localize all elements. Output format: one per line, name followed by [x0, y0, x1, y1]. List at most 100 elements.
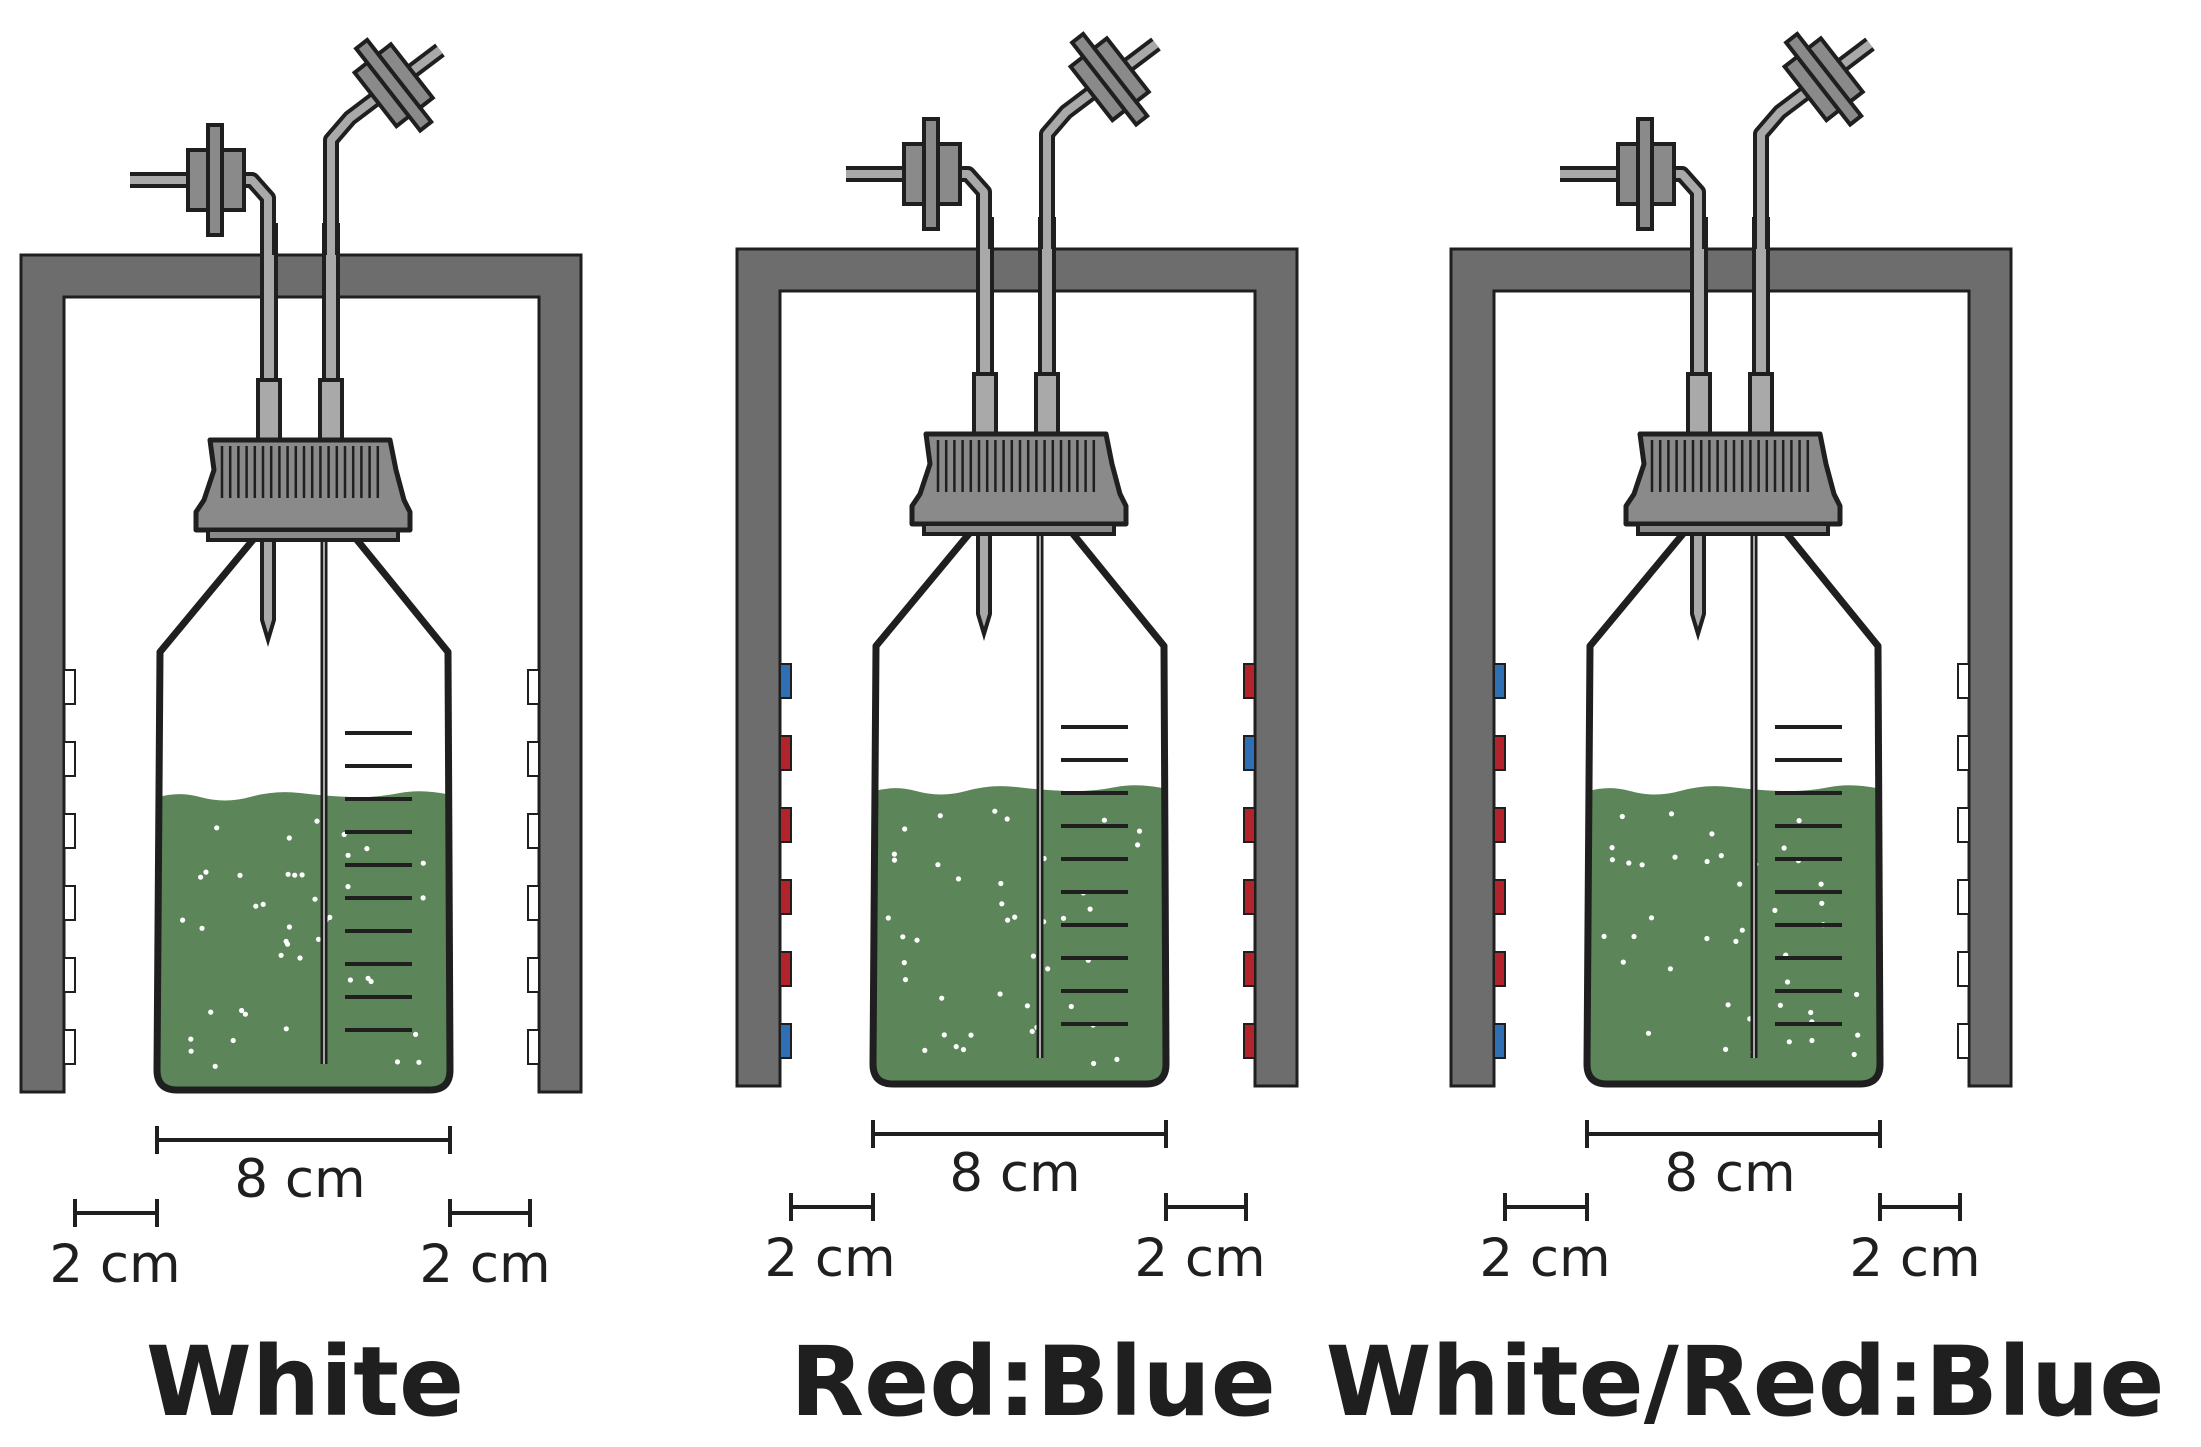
bubble [937, 813, 943, 819]
filter-disc [1805, 35, 1866, 105]
bubble [199, 925, 205, 931]
cap-base [922, 522, 1116, 536]
led-strip-right-blue [1243, 735, 1256, 771]
bubble [891, 851, 897, 857]
gap-left-label: 2 cm [1479, 1228, 1610, 1289]
led-strip-left-white [63, 813, 76, 849]
bubble [998, 880, 1004, 887]
led-strip-right-white [527, 813, 540, 849]
led-strip-left-blue [779, 1023, 792, 1059]
bubble [260, 901, 266, 907]
tube-fitting [1686, 372, 1712, 436]
bottle-outline [1583, 525, 1884, 1088]
inlet-filter [1781, 31, 1866, 128]
width-label: 8 cm [1664, 1143, 1795, 1204]
bubble [902, 826, 908, 832]
bubble [891, 857, 898, 863]
led-strip-right-white [527, 885, 540, 921]
bubble [239, 1007, 245, 1014]
led-strip-left-red [1493, 735, 1506, 771]
bubble [198, 874, 204, 880]
bubble [208, 1009, 214, 1015]
support-frame [1449, 247, 2013, 1088]
bubble [1087, 906, 1093, 912]
bubble [1626, 860, 1632, 866]
led-strip-left-white [63, 669, 76, 705]
bubble [1101, 817, 1107, 823]
bubble [214, 825, 220, 831]
inlet-filter [1067, 31, 1152, 128]
bubble [188, 1048, 194, 1054]
led-strip-left-red [779, 951, 792, 987]
bubble [1808, 1009, 1814, 1016]
bubble [212, 1063, 218, 1069]
bubble [1668, 811, 1675, 817]
bubble [914, 937, 920, 943]
bubble [299, 872, 305, 878]
bubble [1091, 1060, 1097, 1067]
algae-culture [873, 785, 1166, 1084]
bubble [420, 860, 426, 866]
filter-disc [1650, 142, 1676, 206]
bubble [242, 1011, 248, 1017]
bubble [1704, 935, 1710, 942]
gas-outlet-stub [976, 524, 992, 641]
tube-fitting [1748, 372, 1774, 436]
bubble [953, 1044, 959, 1050]
bubble [1704, 858, 1710, 865]
bubble [345, 884, 351, 890]
culture-group [1587, 785, 1880, 1084]
support-frame [735, 247, 1299, 1088]
led-strip-right-white [527, 957, 540, 993]
led-strip-left-white [63, 741, 76, 777]
bubble [1004, 816, 1010, 822]
led-strip-right-white [1957, 807, 1970, 843]
bubble [1786, 1039, 1792, 1045]
bubble [364, 846, 370, 852]
gap-right-label: 2 cm [1849, 1228, 1980, 1289]
bubble [1723, 1046, 1729, 1052]
bubble [885, 915, 891, 921]
bottle-outline [869, 525, 1170, 1088]
bubble [1136, 828, 1143, 834]
culture-group [157, 791, 450, 1090]
bubble [416, 1059, 422, 1065]
led-strip-right-red [1243, 951, 1256, 987]
bubble [1030, 953, 1036, 959]
gap-right-label: 2 cm [1134, 1228, 1265, 1289]
bubble [314, 818, 320, 824]
bubble [1068, 1003, 1074, 1010]
bubble [253, 903, 259, 909]
bubble [960, 1047, 967, 1053]
filter-disc [922, 117, 940, 231]
panel-white [19, 37, 583, 1227]
bubble [365, 975, 371, 981]
width-label: 8 cm [234, 1149, 365, 1210]
bubble [1709, 831, 1715, 837]
cap-base [1636, 522, 1830, 536]
bubble [1012, 914, 1018, 920]
led-strip-left-blue [1493, 1023, 1506, 1059]
bubble [1855, 1032, 1861, 1038]
bubble [935, 862, 941, 868]
bubble [1784, 979, 1791, 985]
led-strip-right-white [527, 741, 540, 777]
bubble [1114, 1056, 1120, 1062]
led-strip-left-white [63, 1029, 76, 1065]
bubble [941, 1032, 947, 1038]
filter-disc [375, 41, 436, 111]
bubble [1609, 857, 1615, 863]
bubble [283, 1026, 289, 1032]
cap-base [206, 528, 400, 542]
bubble [345, 852, 351, 858]
panel-white-red-blue [1449, 31, 2013, 1221]
tube-fitting [1034, 372, 1060, 436]
bubble [1809, 1037, 1815, 1044]
gap-right-label: 2 cm [419, 1234, 550, 1295]
bubble [286, 835, 292, 841]
tube-fitting [318, 378, 344, 442]
led-strip-right-red [1243, 663, 1256, 699]
bubble [297, 955, 303, 961]
bubble [968, 1032, 974, 1038]
